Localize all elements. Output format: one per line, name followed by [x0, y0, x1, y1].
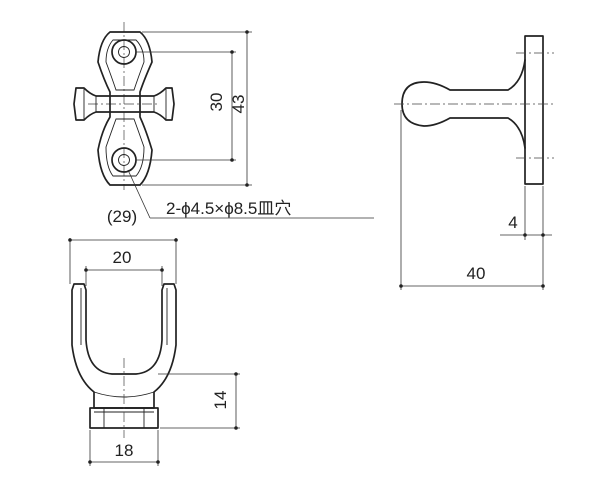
- base-height-label: 14: [211, 391, 230, 410]
- side-view: [394, 35, 554, 185]
- dimension-overall-height: 43: [142, 30, 252, 187]
- dimension-projection: 40: [399, 110, 545, 290]
- dimension-inner-width: 20: [84, 248, 164, 286]
- bottom-view: [71, 283, 177, 438]
- hole-pitch-label: 30: [207, 93, 226, 112]
- dimension-plate-thickness: 4: [500, 186, 552, 240]
- projection-label: 40: [467, 264, 486, 283]
- dimension-hole-pitch: 30: [136, 50, 236, 162]
- outer-width-label: (29): [107, 207, 137, 226]
- front-view: [73, 22, 374, 219]
- dimension-outer-width: (29): [68, 207, 178, 284]
- overall-height-label: 43: [229, 95, 248, 114]
- dimension-base-height: 14: [158, 372, 240, 430]
- plate-thickness-label: 4: [508, 213, 517, 232]
- hole-spec-label: 2-ϕ4.5×ϕ8.5皿穴: [166, 199, 291, 218]
- base-width-label: 18: [115, 441, 134, 460]
- dimension-base-width: 18: [88, 430, 160, 466]
- inner-width-label: 20: [113, 248, 132, 267]
